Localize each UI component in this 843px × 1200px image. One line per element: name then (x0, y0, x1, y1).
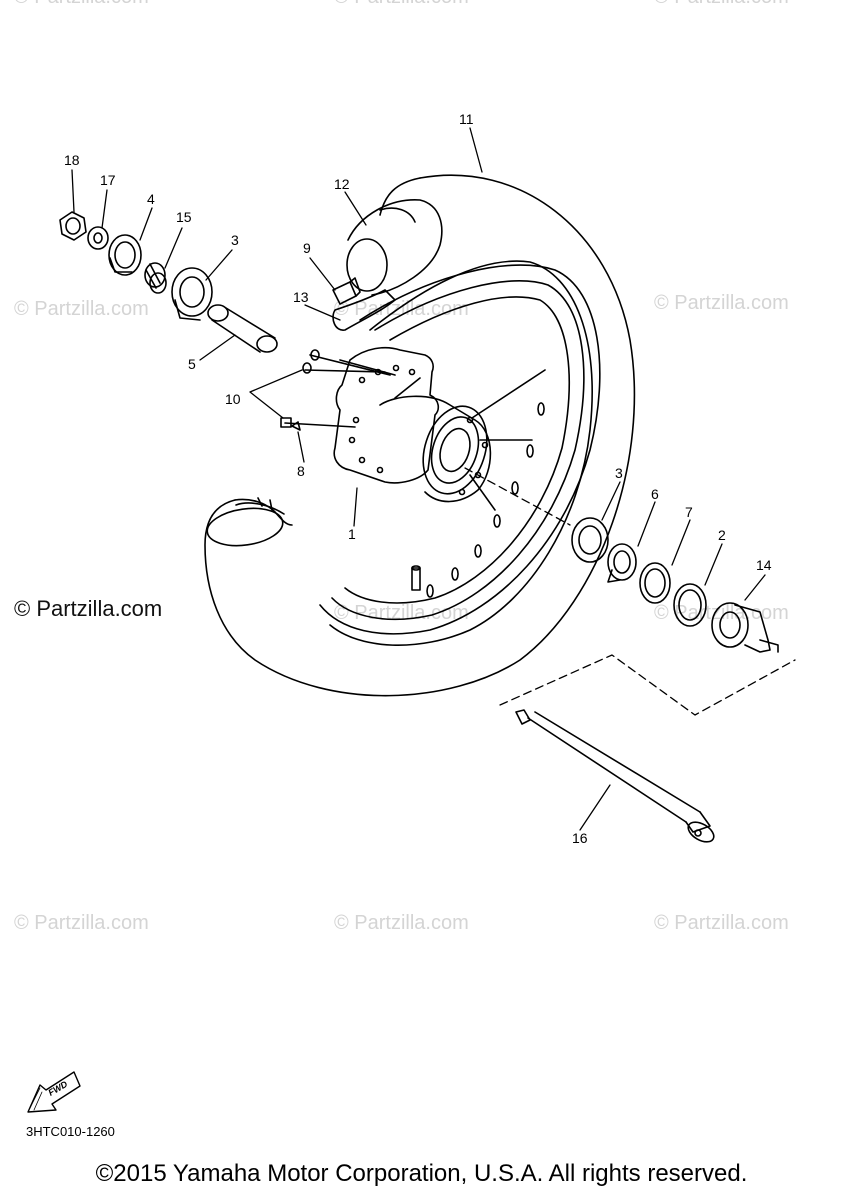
callout-12: 12 (334, 176, 350, 192)
oil-seal (108, 234, 142, 276)
callout-5: 5 (188, 356, 196, 372)
callouts: 11 12 9 13 18 17 4 15 3 5 10 8 1 3 6 7 2… (64, 111, 772, 846)
collar (144, 262, 167, 294)
inner-tube (346, 199, 443, 296)
callout-14: 14 (756, 557, 772, 573)
axle-nut (59, 211, 87, 241)
axle (515, 709, 715, 843)
callout-10: 10 (225, 391, 241, 407)
diagram-code: 3HTC010-1260 (26, 1124, 115, 1139)
watermark: © Partzilla.com (654, 292, 789, 314)
meter-gear-unit (711, 602, 779, 653)
rim (319, 264, 601, 635)
callout-16: 16 (572, 830, 588, 846)
watermark: © Partzilla.com (334, 912, 469, 934)
callout-13: 13 (293, 289, 309, 305)
spacer (207, 304, 278, 353)
callout-3: 3 (231, 232, 239, 248)
callout-2: 2 (718, 527, 726, 543)
watermark: © Partzilla.com (654, 912, 789, 934)
watermark: © Partzilla.com (14, 912, 149, 934)
bearing-right (571, 517, 609, 563)
callout-15: 15 (176, 209, 192, 225)
oil-seal-2 (673, 583, 707, 627)
callout-7: 7 (685, 504, 693, 520)
callout-3b: 3 (615, 465, 623, 481)
callout-6: 6 (651, 486, 659, 502)
callout-11: 11 (459, 111, 474, 127)
callout-4: 4 (147, 191, 155, 207)
oil-seal-right (639, 562, 671, 604)
copyright-notice: ©2015 Yamaha Motor Corporation, U.S.A. A… (95, 1160, 748, 1187)
washer (87, 226, 109, 250)
retainer (607, 543, 637, 583)
assembly-lines (464, 467, 796, 716)
hub (333, 346, 546, 511)
rim-band (332, 289, 396, 331)
watermark: © Partzilla.com (14, 0, 149, 9)
wheel-exploded-diagram: 11 12 9 13 18 17 4 15 3 5 10 8 1 3 6 7 2… (27, 111, 796, 1113)
watermark: © Partzilla.com (334, 0, 469, 9)
bearing-left (171, 267, 213, 321)
watermark-main: © Partzilla.com (14, 596, 163, 621)
leader-lines (71, 127, 766, 831)
spokes (280, 349, 391, 431)
callout-1: 1 (348, 526, 356, 542)
tube-valve (332, 277, 361, 305)
watermark: © Partzilla.com (334, 602, 469, 624)
watermark: © Partzilla.com (654, 602, 789, 624)
callout-8: 8 (297, 463, 305, 479)
fwd-arrow-icon: FWD (27, 1071, 81, 1113)
watermark: © Partzilla.com (14, 298, 149, 320)
callout-9: 9 (303, 240, 311, 256)
watermark: © Partzilla.com (654, 0, 789, 9)
callout-18: 18 (64, 152, 80, 168)
callout-17: 17 (100, 172, 116, 188)
